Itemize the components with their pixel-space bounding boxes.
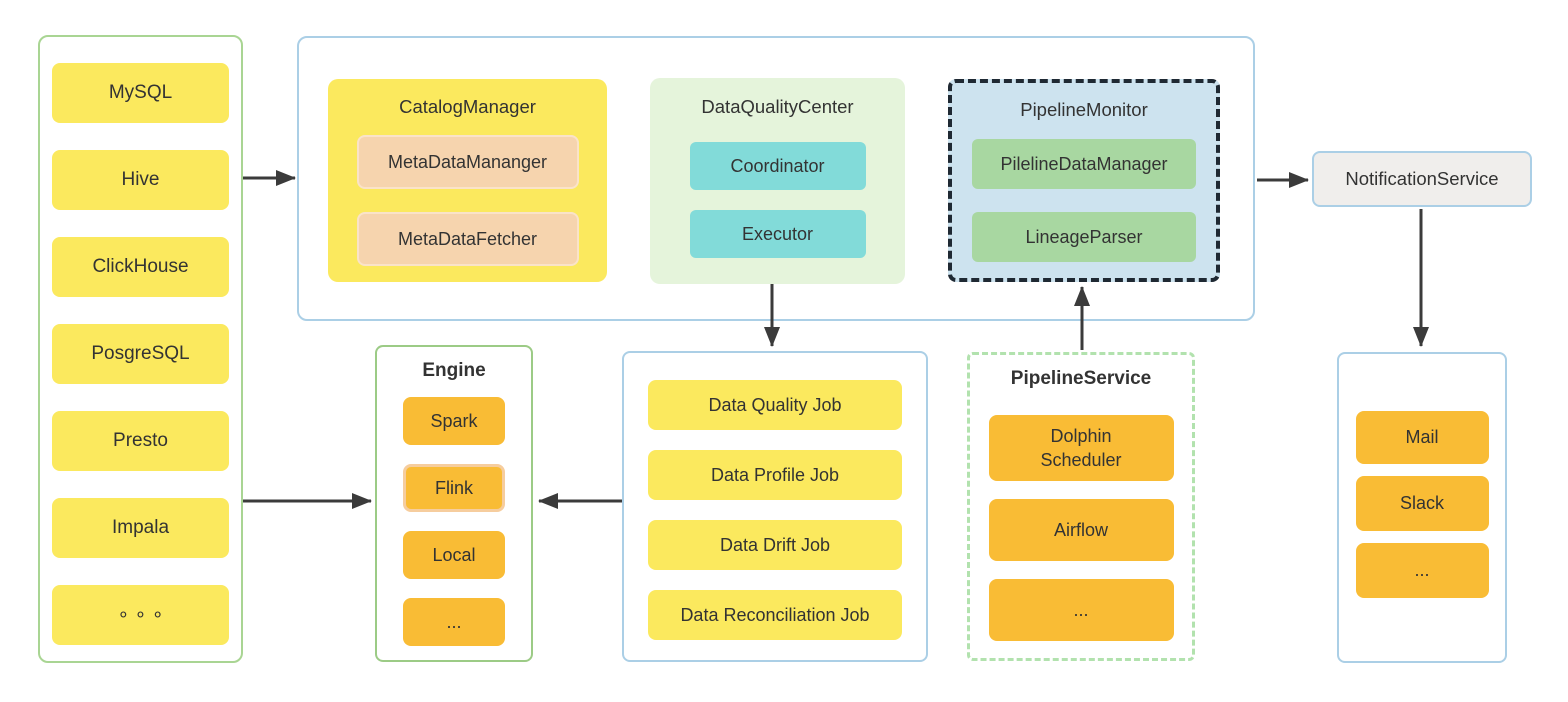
node-hive: Hive [52, 150, 229, 210]
node-metadatafetcher: MetaDataFetcher [356, 212, 579, 266]
node-local: Local [403, 531, 505, 579]
node-executor: Executor [689, 210, 866, 258]
node-coordinator: Coordinator [689, 142, 866, 190]
engine-panel: Engine Spark Flink Local ... [375, 345, 533, 662]
jobs-panel: Data Quality Job Data Profile Job Data D… [622, 351, 928, 662]
pipeline-monitor-box: PipelineMonitor PilelineDataManager Line… [948, 79, 1220, 282]
node-lineageparser: LineageParser [972, 212, 1196, 262]
datasources-panel: MySQL Hive ClickHouse PosgreSQL Presto I… [38, 35, 243, 663]
node-mail: Mail [1355, 411, 1489, 464]
node-pipeline-service-more: ... [988, 579, 1174, 641]
data-quality-center-title: DataQualityCenter [701, 96, 854, 117]
node-presto: Presto [52, 411, 229, 471]
data-quality-center-box: DataQualityCenter Coordinator Executor [650, 78, 905, 284]
node-data-reconciliation-job: Data Reconciliation Job [648, 590, 902, 640]
node-clickhouse: ClickHouse [52, 237, 229, 297]
node-data-profile-job: Data Profile Job [648, 450, 902, 500]
node-data-drift-job: Data Drift Job [648, 520, 902, 570]
node-channels-more: ... [1355, 543, 1489, 598]
node-data-quality-job: Data Quality Job [648, 380, 902, 430]
node-spark: Spark [403, 397, 505, 445]
node-metadatamananger: MetaDataMananger [356, 135, 579, 189]
node-mysql: MySQL [52, 63, 229, 123]
node-posgresql: PosgreSQL [52, 324, 229, 384]
pipeline-service-title: PipelineService [1010, 368, 1152, 389]
node-sources-more: ∘ ∘ ∘ [52, 585, 229, 645]
node-pilelinedatamanager: PilelineDataManager [972, 139, 1196, 189]
node-dolphin-scheduler: Dolphin Scheduler [988, 415, 1174, 481]
node-engine-more: ... [403, 598, 505, 646]
node-slack: Slack [1355, 476, 1489, 531]
node-flink: Flink [403, 464, 505, 512]
pipeline-monitor-title: PipelineMonitor [1020, 99, 1148, 120]
notification-service-node: NotificationService [1312, 151, 1532, 207]
catalog-manager-title: CatalogManager [399, 96, 536, 117]
node-airflow: Airflow [988, 499, 1174, 561]
channels-panel: Mail Slack ... [1337, 352, 1507, 663]
pipeline-service-panel: PipelineService Dolphin Scheduler Airflo… [967, 352, 1195, 661]
platform-panel: CatalogManager MetaDataMananger MetaData… [297, 36, 1255, 321]
node-impala: Impala [52, 498, 229, 558]
catalog-manager-box: CatalogManager MetaDataMananger MetaData… [328, 79, 607, 282]
engine-title: Engine [422, 360, 486, 381]
